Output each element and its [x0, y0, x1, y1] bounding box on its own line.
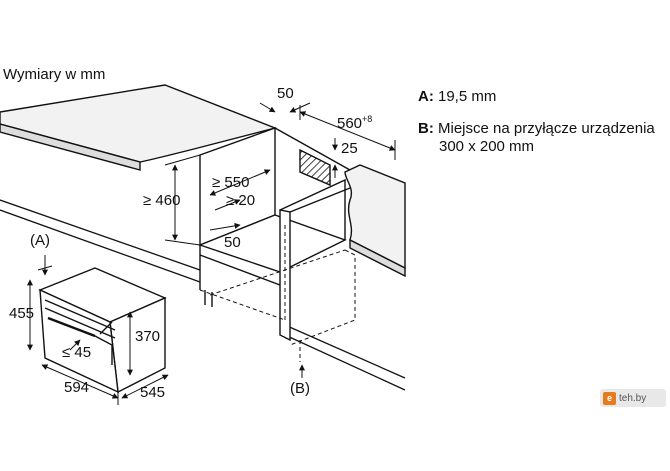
dimension-lines [27, 102, 396, 405]
dim-handle-gap: ≤ 45 [62, 344, 92, 361]
watermark-logo-icon: e [603, 391, 616, 405]
niche-cabinet [197, 127, 351, 342]
dim-appliance-width: 594 [64, 379, 90, 396]
label-a: (A) [30, 232, 50, 249]
dim-depth-tolerance: +8 [362, 114, 373, 124]
dim-vent-depth: 25 [341, 140, 358, 157]
legend-a: A: 19,5 mm [418, 88, 496, 106]
dim-appliance-height: 455 [9, 305, 35, 322]
label-b: (B) [290, 380, 310, 397]
countertop-left [0, 84, 278, 171]
dim-bottom-depth: 50 [224, 234, 241, 251]
dim-niche-depth: ≥ 550 [212, 174, 250, 191]
hidden-lines [199, 225, 356, 362]
legend-b-text-line2: 300 x 200 mm [439, 138, 535, 155]
dim-depth: 560+8 [337, 114, 373, 132]
plinth-lines [0, 199, 406, 391]
legend-a-text: 19,5 mm [438, 88, 497, 105]
watermark: e teh.by [600, 389, 666, 407]
legend-b-key: B: [418, 120, 434, 137]
dim-top-gap: 50 [277, 85, 294, 102]
diagram-title: Wymiary w mm [3, 66, 106, 83]
legend-a-key: A: [418, 88, 434, 105]
dim-appliance-depth: 545 [140, 384, 166, 401]
legend-b-text-line1: Miejsce na przyłącze urządzenia [438, 120, 655, 137]
dim-front-height: 370 [135, 328, 161, 345]
legend-b: B: Miejsce na przyłącze urządzenia [418, 120, 655, 138]
watermark-text: teh.by [619, 392, 647, 404]
dim-niche-height: ≥ 460 [143, 192, 181, 209]
countertop-right [344, 164, 406, 278]
dim-rear-gap: ≥ 20 [226, 192, 256, 209]
